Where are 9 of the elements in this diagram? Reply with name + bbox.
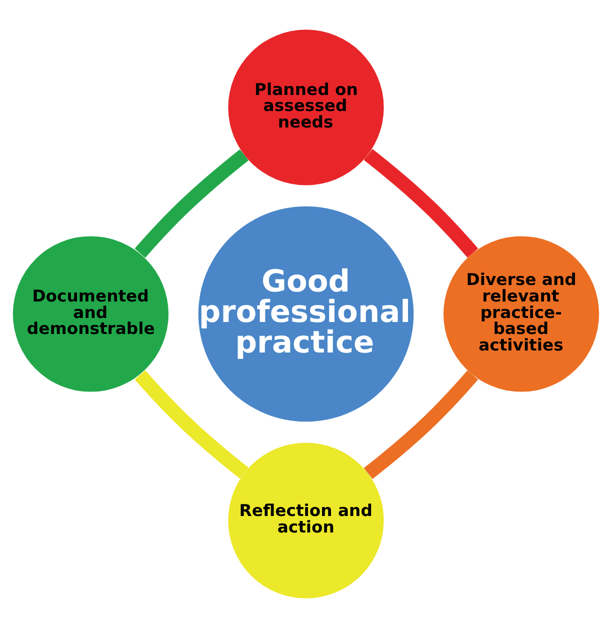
node-circle: Reflection and action — [228, 442, 384, 598]
connector — [134, 370, 249, 479]
connector — [364, 148, 478, 258]
node-circle: Planned on assessed needs — [228, 30, 384, 186]
connector — [134, 149, 249, 258]
node-circle: Documented and demonstrable — [12, 236, 169, 392]
node-circle: Good professional practice — [198, 206, 414, 422]
connector — [364, 370, 478, 480]
node-circle: Diverse and relevant practice-based activities — [443, 236, 600, 392]
